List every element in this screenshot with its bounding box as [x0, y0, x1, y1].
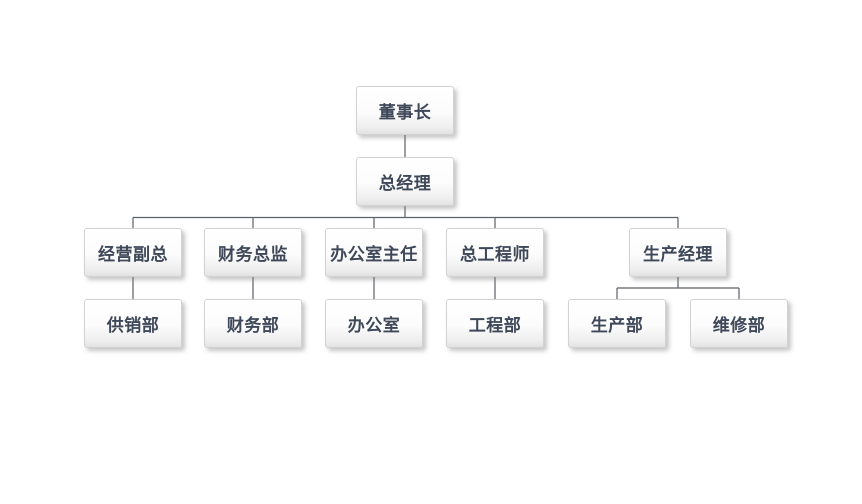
org-node-finance-dept[interactable]: 财务部	[204, 299, 302, 348]
org-node-deputy-gm[interactable]: 经营副总	[84, 228, 182, 277]
org-node-general-manager[interactable]: 总经理	[356, 157, 454, 206]
org-node-engineering-dept[interactable]: 工程部	[446, 299, 544, 348]
org-node-finance-director[interactable]: 财务总监	[204, 228, 302, 277]
org-node-office[interactable]: 办公室	[325, 299, 423, 348]
org-node-chief-engineer[interactable]: 总工程师	[446, 228, 544, 277]
org-node-production-dept[interactable]: 生产部	[568, 299, 666, 348]
org-node-chairman[interactable]: 董事长	[356, 86, 454, 135]
org-node-office-director[interactable]: 办公室主任	[325, 228, 423, 277]
org-node-supply-sales-dept[interactable]: 供销部	[84, 299, 182, 348]
connector-path	[132, 134, 740, 299]
org-node-maintenance-dept[interactable]: 维修部	[690, 299, 788, 348]
org-node-production-manager[interactable]: 生产经理	[629, 228, 727, 277]
